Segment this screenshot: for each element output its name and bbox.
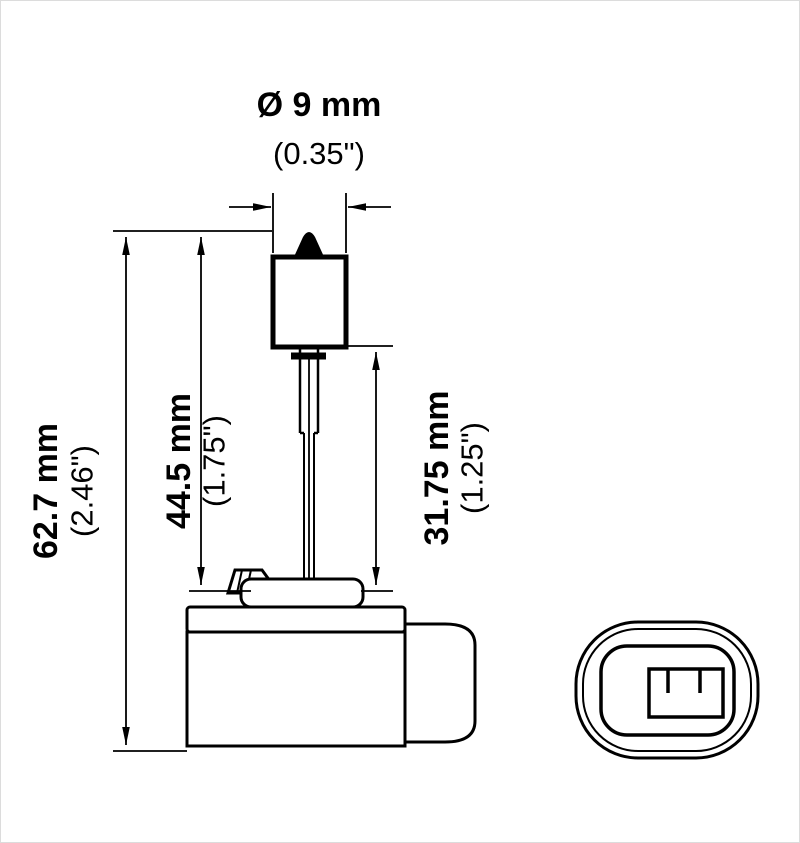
base-top-plate: [239, 577, 365, 609]
label-diameter-in: (0.35"): [273, 136, 365, 171]
key-tab-hatch-1: [236, 569, 243, 594]
base-connector-shroud: [403, 622, 477, 744]
connector-end-view: [574, 620, 760, 760]
label-overall-length-mm: 62.7 mm: [27, 423, 65, 559]
dimension-overall-length: [113, 230, 272, 752]
bulb-tip: [293, 232, 325, 259]
end-view-socket-slot: [647, 667, 725, 719]
bulb-base: [185, 568, 477, 748]
bulb-side-view: [270, 232, 349, 579]
label-seal-to-reference-mm: 31.75 mm: [418, 391, 456, 546]
label-seal-to-reference-in: (1.25"): [455, 422, 490, 514]
dimension-tip-to-reference: [189, 237, 251, 592]
bulb-glass: [270, 254, 349, 350]
dimension-diameter: [229, 193, 391, 253]
base-flange: [185, 605, 407, 634]
base-body: [185, 630, 407, 748]
label-diameter-mm: Ø 9 mm: [257, 86, 382, 124]
dimension-seal-to-reference: [323, 345, 393, 592]
label-tip-to-reference-in: (1.75"): [197, 415, 232, 507]
label-tip-to-reference-mm: 44.5 mm: [160, 393, 198, 529]
label-overall-length-in: (2.46"): [65, 445, 100, 537]
